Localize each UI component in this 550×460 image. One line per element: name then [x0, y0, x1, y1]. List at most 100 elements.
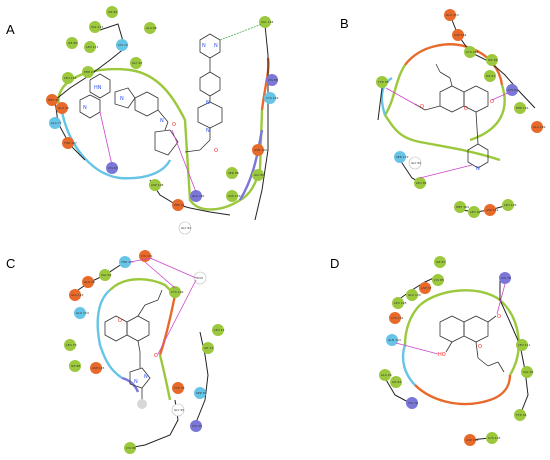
residue-node: GLU 98: [82, 276, 95, 288]
svg-text:PHE 101: PHE 101: [516, 106, 529, 110]
svg-text:O: O: [214, 148, 218, 154]
residue-node: LEU 12: [212, 324, 225, 336]
residue-node: VAL 148: [259, 16, 273, 28]
svg-text:ASP 168: ASP 168: [466, 438, 479, 442]
residue-node: ILE 86: [66, 37, 78, 49]
residue-chain: [254, 24, 269, 221]
ligand-atom-labels: O O N N: [118, 318, 158, 385]
residue-node: GLU 181: [190, 190, 205, 202]
svg-text:LEU 171: LEU 171: [86, 45, 99, 49]
residue-node: TYR 33: [172, 382, 185, 394]
residue-node: GLY 95: [171, 403, 185, 417]
svg-text:CYS 183: CYS 183: [466, 50, 479, 54]
residue-node: GLU 153: [444, 9, 459, 21]
residue-node: LEU 153: [62, 72, 77, 84]
svg-text:N: N: [144, 374, 148, 380]
residue-node: ILE 81: [434, 256, 446, 268]
residue-node: VAL 124: [89, 21, 103, 33]
interaction-line: [129, 257, 153, 263]
svg-text:ILE 72: ILE 72: [204, 346, 213, 350]
svg-text:SER 88: SER 88: [228, 171, 239, 175]
residue-node: LYS 76: [406, 397, 418, 409]
residue-node: ILE 72: [202, 342, 214, 354]
svg-text:LYS 84: LYS 84: [508, 88, 518, 92]
svg-text:SER 88: SER 88: [196, 391, 207, 395]
residue-node: GLU 44: [56, 102, 69, 114]
svg-text:LYS 88: LYS 88: [126, 446, 136, 450]
svg-text:LEU 111: LEU 111: [518, 343, 531, 347]
residue-node: HOH: [193, 271, 207, 285]
svg-text:VAL 124: VAL 124: [91, 25, 103, 29]
ligand-atom-labels: HN N N N O N N O N N: [83, 43, 218, 154]
svg-text:ASN 129: ASN 129: [254, 148, 267, 152]
residue-chain: [397, 275, 439, 301]
svg-text:O: O: [478, 344, 482, 350]
residue-node: CYS 149: [264, 92, 279, 104]
svg-text:LYS 76: LYS 76: [501, 276, 511, 280]
svg-text:MET 45: MET 45: [48, 98, 59, 102]
svg-text:ALA 122: ALA 122: [71, 293, 84, 297]
residue-node: CYS 132: [389, 312, 404, 324]
residue-node: VAL 69: [99, 269, 111, 281]
residue-node: SER 172: [394, 151, 409, 163]
panel-label-c: C: [6, 256, 15, 271]
svg-text:ILE 81: ILE 81: [436, 260, 445, 264]
svg-text:ILE 68: ILE 68: [71, 364, 80, 368]
svg-text:O: O: [118, 318, 122, 324]
svg-text:ASP 142: ASP 142: [486, 208, 499, 212]
svg-text:N: N: [160, 118, 164, 124]
residue-chain: [127, 399, 179, 449]
svg-text:TYR 36: TYR 36: [377, 80, 389, 84]
panel-label-d: D: [330, 256, 339, 271]
svg-text:LYS 76: LYS 76: [408, 401, 418, 405]
residue-chain: [74, 261, 126, 293]
residue-node: CYS 183: [464, 46, 479, 58]
svg-text:N: N: [206, 100, 210, 106]
svg-text:ILE 38: ILE 38: [488, 58, 497, 62]
residue-chain: [384, 377, 411, 404]
svg-text:GLY 95: GLY 95: [174, 408, 184, 412]
svg-text:ILE 85: ILE 85: [108, 10, 117, 14]
svg-text:VAL 98: VAL 98: [523, 370, 533, 374]
residue-node: MET 45: [46, 94, 59, 106]
residue-node: ILE 38: [486, 54, 498, 66]
pocket-contour: [238, 129, 264, 201]
residue-node: ASP 142: [484, 204, 499, 216]
residue-node: ASP 184: [452, 29, 467, 41]
svg-text:LEU 85: LEU 85: [416, 181, 427, 185]
svg-text:LEU 126: LEU 126: [504, 203, 517, 207]
residue-node: GLY 69: [408, 156, 422, 170]
svg-text:ASP 184: ASP 184: [454, 33, 467, 37]
residue-node: LYS 72: [116, 39, 128, 51]
svg-text:N: N: [134, 379, 138, 385]
panel-a: A ILE 85 VAL 124 ALA 98 LYS 72 ILE 86 LE…: [6, 6, 279, 235]
svg-text:LEU 12: LEU 12: [214, 328, 225, 332]
residue-node: ASP 179: [226, 190, 241, 202]
svg-text:PHE 24: PHE 24: [84, 70, 95, 74]
svg-text:PHE 91: PHE 91: [174, 203, 185, 207]
residue-node: ASP 145: [90, 362, 105, 374]
residue-node: LYS 84: [506, 84, 518, 96]
residue-node: ILE 68: [69, 360, 81, 372]
solvent-exposure-marker: [137, 399, 147, 409]
interaction-line: [157, 279, 197, 355]
residue-node: LEU 111: [516, 339, 531, 351]
residue-node: ALA 46: [379, 369, 392, 381]
svg-text:O: O: [490, 99, 494, 105]
residue-node: ASP 108: [149, 179, 164, 191]
pocket-contour: [419, 289, 520, 376]
svg-text:GLN 113: GLN 113: [388, 338, 401, 342]
svg-text:GLY 82: GLY 82: [181, 226, 191, 230]
svg-text:ASP 179: ASP 179: [228, 194, 241, 198]
svg-text:LYS 83: LYS 83: [108, 166, 118, 170]
svg-text:CYS 132: CYS 132: [391, 316, 404, 320]
svg-text:LYS 101: LYS 101: [141, 254, 153, 258]
residue-node: ASP 37: [419, 282, 432, 294]
ligand-structure: [104, 289, 163, 402]
pocket-contour: [57, 67, 264, 211]
ligand-structure: [79, 33, 223, 156]
svg-text:HN: HN: [94, 85, 102, 91]
svg-text:GLY 69: GLY 69: [411, 161, 421, 165]
interaction-line: [99, 111, 113, 166]
svg-text:LEU 153: LEU 153: [64, 76, 77, 80]
